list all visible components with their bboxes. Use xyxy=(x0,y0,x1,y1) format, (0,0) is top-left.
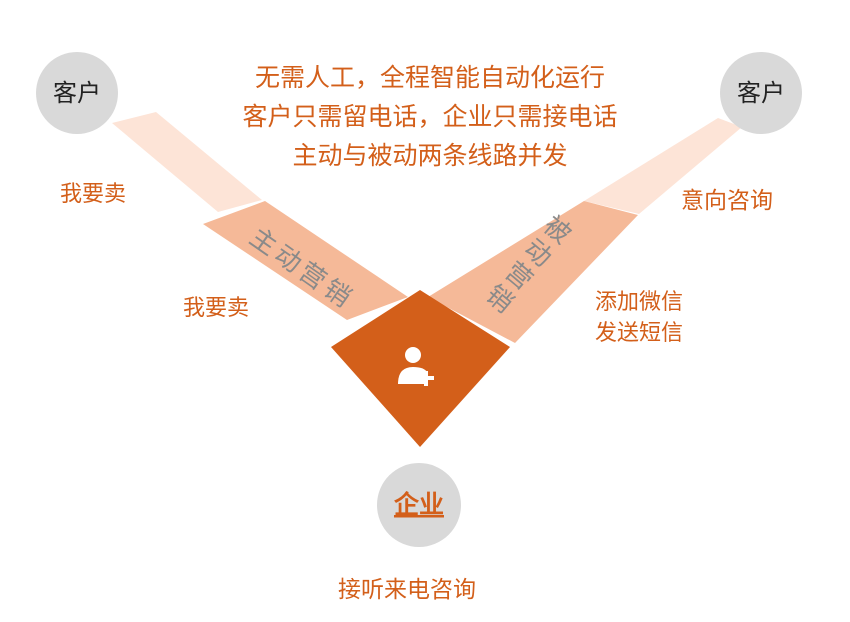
header-line-1: 无需人工，全程智能自动化运行 xyxy=(254,63,605,92)
right-top-label: 意向咨询 xyxy=(681,188,773,214)
left-customer-label: 客户 xyxy=(53,79,101,107)
right-mid-label-1: 添加微信 xyxy=(595,290,684,315)
header-line-2: 客户只需留电话，企业只需接电话 xyxy=(242,102,618,131)
right-arm-strong xyxy=(428,201,638,343)
enterprise-circle xyxy=(377,463,461,547)
left-mid-label: 我要卖 xyxy=(183,296,250,321)
add-user-icon xyxy=(398,347,434,386)
left-arm-faint xyxy=(112,112,262,212)
left-customer-circle xyxy=(36,52,118,134)
right-arm-faint xyxy=(584,118,742,214)
right-mid-label-2: 发送短信 xyxy=(595,321,684,346)
left-arm-strong xyxy=(203,201,408,320)
bottom-label: 接听来电咨询 xyxy=(338,577,476,603)
left-top-label: 我要卖 xyxy=(60,182,127,207)
enterprise-label: 企业 xyxy=(394,490,444,519)
header-line-3: 主动与被动两条线路并发 xyxy=(292,141,568,170)
right-customer-label: 客户 xyxy=(737,79,785,107)
right-customer-circle xyxy=(720,52,802,134)
